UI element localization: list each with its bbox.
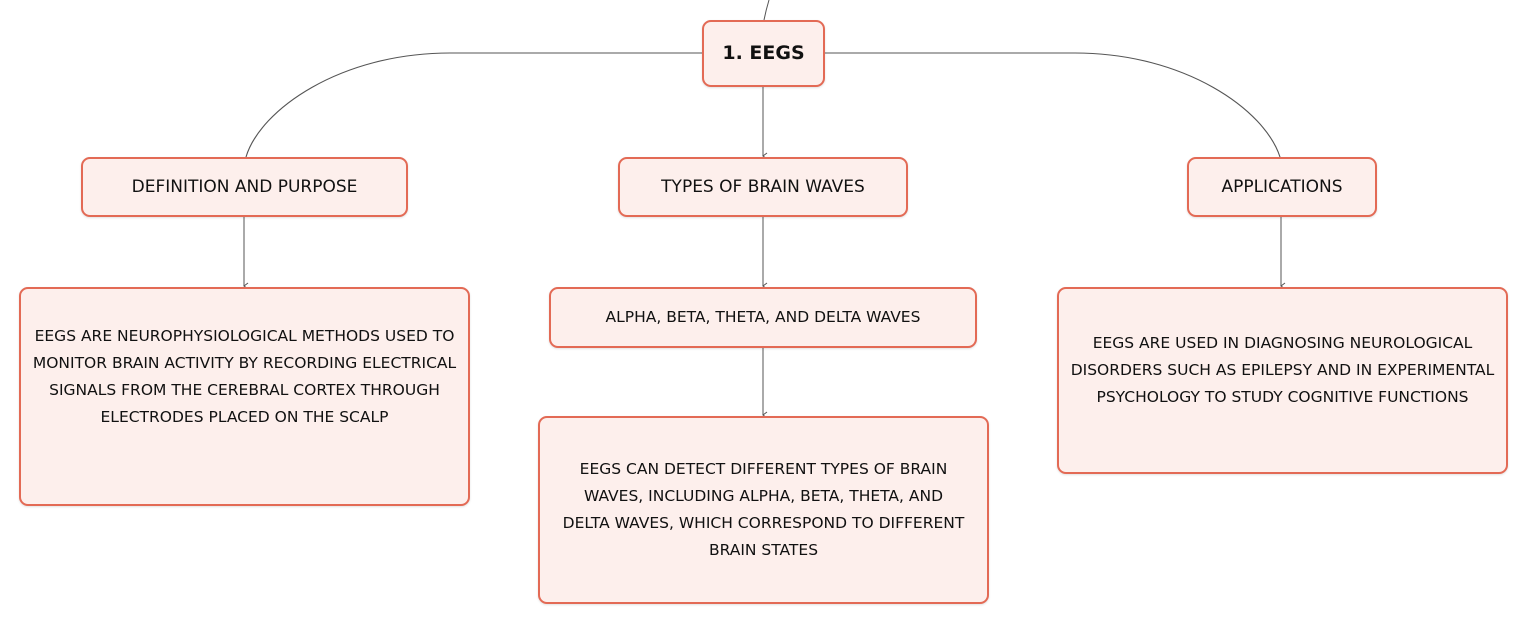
root-node-eegs[interactable]: 1. EEGS bbox=[702, 20, 825, 87]
detail-node-label: EEGS CAN DETECT DIFFERENT TYPES OF BRAIN… bbox=[562, 460, 965, 559]
root-node-label: 1. EEGS bbox=[722, 42, 805, 64]
detail-node-definition[interactable]: EEGS ARE NEUROPHYSIOLOGICAL METHODS USED… bbox=[19, 287, 470, 506]
detail-node-label: EEGS ARE NEUROPHYSIOLOGICAL METHODS USED… bbox=[32, 326, 457, 426]
detail-node-wave-types[interactable]: ALPHA, BETA, THETA, AND DELTA WAVES bbox=[549, 287, 977, 348]
detail-node-brain-wave-detection[interactable]: EEGS CAN DETECT DIFFERENT TYPES OF BRAIN… bbox=[538, 416, 989, 604]
connector-root-to-definition bbox=[245, 52, 702, 158]
connector-incoming-to-root bbox=[763, 0, 770, 21]
branch-node-types-of-brain-waves[interactable]: TYPES OF BRAIN WAVES bbox=[618, 157, 908, 217]
branch-node-label: DEFINITION AND PURPOSE bbox=[131, 176, 358, 197]
detail-node-applications[interactable]: EEGS ARE USED IN DIAGNOSING NEUROLOGICAL… bbox=[1057, 287, 1508, 474]
branch-node-label: TYPES OF BRAIN WAVES bbox=[661, 176, 865, 197]
detail-node-label: EEGS ARE USED IN DIAGNOSING NEUROLOGICAL… bbox=[1070, 334, 1495, 406]
branch-node-definition-and-purpose[interactable]: DEFINITION AND PURPOSE bbox=[81, 157, 408, 217]
branch-node-label: APPLICATIONS bbox=[1221, 176, 1343, 197]
connector-root-to-applications bbox=[825, 52, 1281, 158]
branch-node-applications[interactable]: APPLICATIONS bbox=[1187, 157, 1377, 217]
detail-node-label: ALPHA, BETA, THETA, AND DELTA WAVES bbox=[605, 308, 921, 326]
